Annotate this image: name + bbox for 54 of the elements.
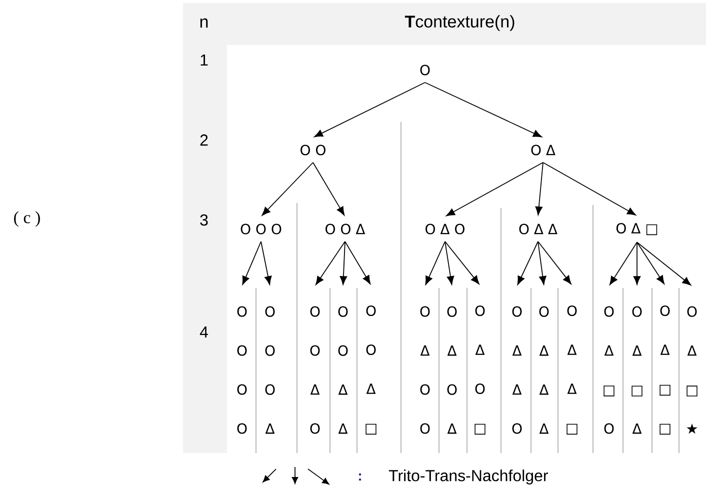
panel-label: ( c ) (14, 211, 40, 227)
arrow (316, 241, 346, 285)
symbol-string: O Δ Δ (519, 224, 558, 234)
arrow (517, 241, 538, 285)
arrow (424, 82, 542, 138)
arrow (344, 241, 371, 284)
arrow (636, 242, 664, 284)
symbol-column: O Δ □ ★ (686, 306, 698, 434)
arrow (444, 241, 454, 285)
arrow (610, 242, 638, 285)
arrow (535, 162, 544, 216)
symbol-column: O O Δ O (310, 306, 320, 434)
symbol-column: O Δ Δ O (512, 306, 522, 434)
symbol-string: O Δ (531, 144, 556, 156)
arrow (340, 241, 348, 285)
arrow (633, 242, 641, 285)
symbol-string: O (420, 64, 430, 76)
symbol-string: O O Δ (326, 224, 366, 234)
symbol-column: O Δ Δ □ (566, 305, 578, 435)
legend-separator: : (359, 473, 361, 481)
row-number: 3 (200, 214, 208, 226)
symbol-column: O O O Δ (265, 306, 275, 434)
arrow (538, 241, 546, 285)
legend-text: Trito-Trans-Nachfolger (388, 470, 548, 484)
column-header: Tcontexture(n) (404, 15, 514, 31)
arrow (444, 241, 480, 284)
row-number: 4 (200, 326, 208, 338)
symbol-column: O O O O (237, 306, 247, 434)
arrow (314, 82, 426, 138)
symbol-column: O Δ O O (420, 306, 430, 434)
symbol-string: O O (300, 144, 326, 156)
arrow (542, 162, 636, 216)
arrow (262, 162, 314, 216)
arrow (636, 242, 692, 286)
symbol-string: O Δ □ (616, 222, 658, 236)
symbol-column: O Δ Δ Δ (539, 306, 549, 434)
arrow (312, 162, 345, 216)
row-number: 1 (200, 54, 208, 66)
column-header: n (200, 18, 208, 28)
arrow (425, 241, 446, 285)
arrow (260, 241, 272, 285)
arrow (242, 241, 262, 285)
symbol-column: O O Δ Δ (338, 306, 348, 434)
symbol-string: O Δ O (426, 224, 464, 234)
row-number: 2 (200, 134, 208, 146)
symbol-string: O O O (240, 224, 282, 234)
arrow (446, 162, 544, 216)
symbol-column: O O Δ □ (366, 305, 376, 435)
symbol-column: O Δ □ □ (660, 305, 670, 435)
symbol-column: O Δ □ O (604, 306, 614, 434)
symbol-column: O Δ O Δ (447, 306, 457, 434)
symbol-column: O Δ □ Δ (632, 306, 642, 434)
symbol-column: O Δ O □ (474, 305, 486, 435)
arrow (538, 241, 572, 284)
